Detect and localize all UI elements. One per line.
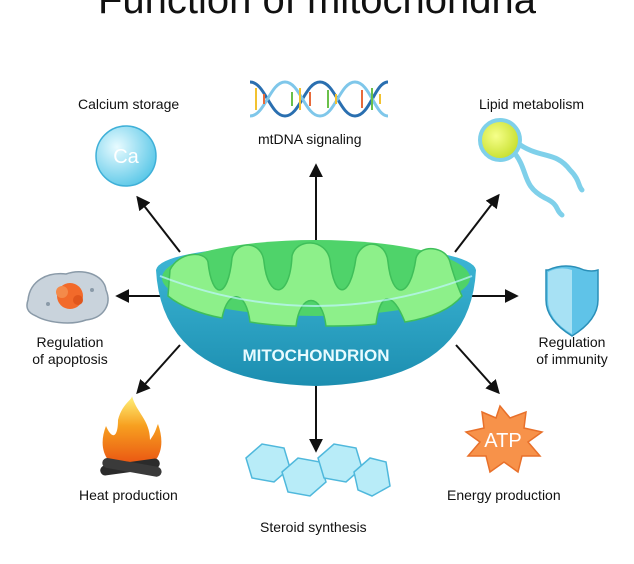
arrow-heat: [136, 344, 181, 395]
mitochondrion-label: MITOCHONDRION: [242, 346, 389, 365]
steroid-rings-icon: [245, 443, 391, 497]
shield-icon: [545, 265, 599, 337]
fire-icon: [100, 396, 162, 477]
phospholipid-icon: [478, 118, 585, 218]
atp-symbol: ATP: [484, 430, 521, 452]
label-calcium-storage: Calcium storage: [78, 96, 180, 112]
arrows: [115, 163, 519, 453]
apoptotic-cell-icon: [26, 270, 109, 324]
label-steroid-synthesis: Steroid synthesis: [260, 519, 367, 535]
dna-helix-icon: [249, 80, 389, 118]
atp-star-icon: [464, 404, 544, 474]
label-lipid-metabolism: Lipid metabolism: [479, 96, 585, 112]
page-title: Function of mitochondria: [97, 0, 536, 22]
label-mtdna-signaling: mtDNA signaling: [258, 131, 362, 147]
label-heat-production: Heat production: [79, 487, 178, 503]
label-regulation-apoptosis: Regulation of apoptosis: [32, 334, 108, 367]
arrow-calcium: [136, 195, 181, 253]
mitochondrion-icon: [156, 240, 476, 386]
label-energy-production: Energy production: [447, 487, 561, 503]
arrow-energy: [455, 344, 500, 395]
arrow-lipid: [454, 193, 500, 253]
calcium-ball-icon: [95, 125, 157, 187]
label-regulation-immunity: Regulation of immunity: [536, 334, 608, 367]
calcium-symbol: Ca: [113, 146, 139, 168]
